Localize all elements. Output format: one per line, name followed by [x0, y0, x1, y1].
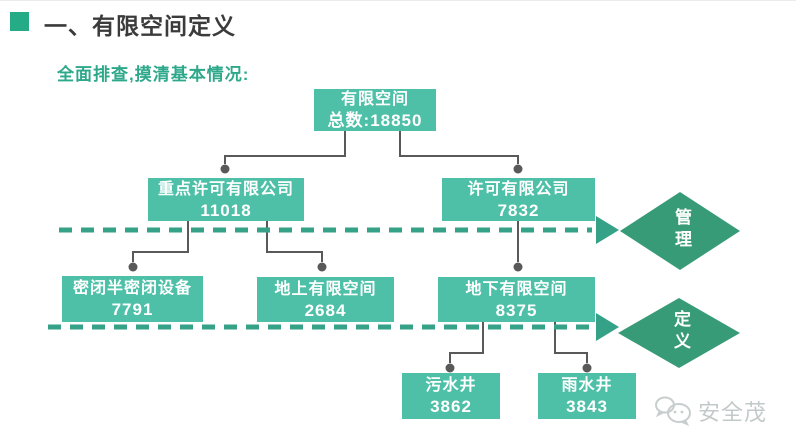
watermark-text: 安全茂	[698, 400, 768, 425]
diamond-definition	[618, 298, 740, 368]
node-underground-space: 地下有限空间 8375	[438, 277, 595, 322]
node-value: 8375	[495, 300, 538, 320]
connector-line	[449, 322, 484, 363]
diamond-definition-label: 定义	[671, 310, 690, 354]
diamond-management	[620, 192, 740, 270]
page-title: 一、有限空间定义	[44, 13, 236, 39]
title-bullet-square-icon	[10, 12, 29, 31]
node-root: 有限空间 总数:18850	[314, 89, 436, 131]
wechat-icon	[655, 396, 691, 426]
node-label: 地下有限空间	[465, 280, 568, 298]
connector-dot	[128, 262, 138, 272]
connector-line	[132, 221, 189, 262]
connector-dot	[317, 262, 327, 272]
node-label: 密闭半密闭设备	[72, 280, 192, 297]
node-label: 污水井	[425, 377, 477, 394]
arrowhead-right-icon	[596, 313, 619, 341]
connector-line	[399, 131, 519, 164]
node-value: 7791	[111, 300, 154, 319]
connector-dot	[582, 363, 592, 373]
connector-dot	[445, 363, 455, 373]
connector-line	[224, 131, 346, 164]
connector-line	[266, 221, 323, 262]
node-label: 重点许可有限公司	[157, 180, 294, 198]
node-key-licensed-company: 重点许可有限公司 11018	[148, 178, 304, 221]
node-sewage-well: 污水井 3862	[402, 373, 500, 419]
node-sealed-equipment: 密闭半密闭设备 7791	[62, 276, 203, 322]
node-label: 许可有限公司	[467, 180, 570, 198]
connector-line	[554, 322, 588, 363]
node-value: 3862	[430, 397, 472, 416]
subtitle: 全面排查,摸清基本情况:	[57, 65, 250, 84]
node-root-label: 有限空间	[340, 91, 409, 108]
node-label: 地上有限空间	[274, 280, 377, 298]
connector-dot	[513, 262, 523, 272]
watermark: 安全茂	[652, 395, 767, 427]
node-value: 11018	[200, 200, 252, 220]
node-value: 7832	[497, 200, 540, 220]
node-value: 3843	[566, 397, 608, 416]
node-licensed-company: 许可有限公司 7832	[442, 178, 595, 221]
node-aboveground-space: 地上有限空间 2684	[257, 277, 394, 322]
node-label: 雨水井	[561, 377, 613, 394]
connector-dot	[220, 164, 230, 174]
arrowhead-right-icon	[596, 216, 619, 244]
node-rain-well: 雨水井 3843	[538, 373, 636, 419]
connector-dot	[513, 164, 523, 174]
node-root-value: 总数:18850	[327, 111, 423, 130]
diamond-management-label: 管理	[672, 208, 691, 252]
node-value: 2684	[304, 300, 347, 320]
